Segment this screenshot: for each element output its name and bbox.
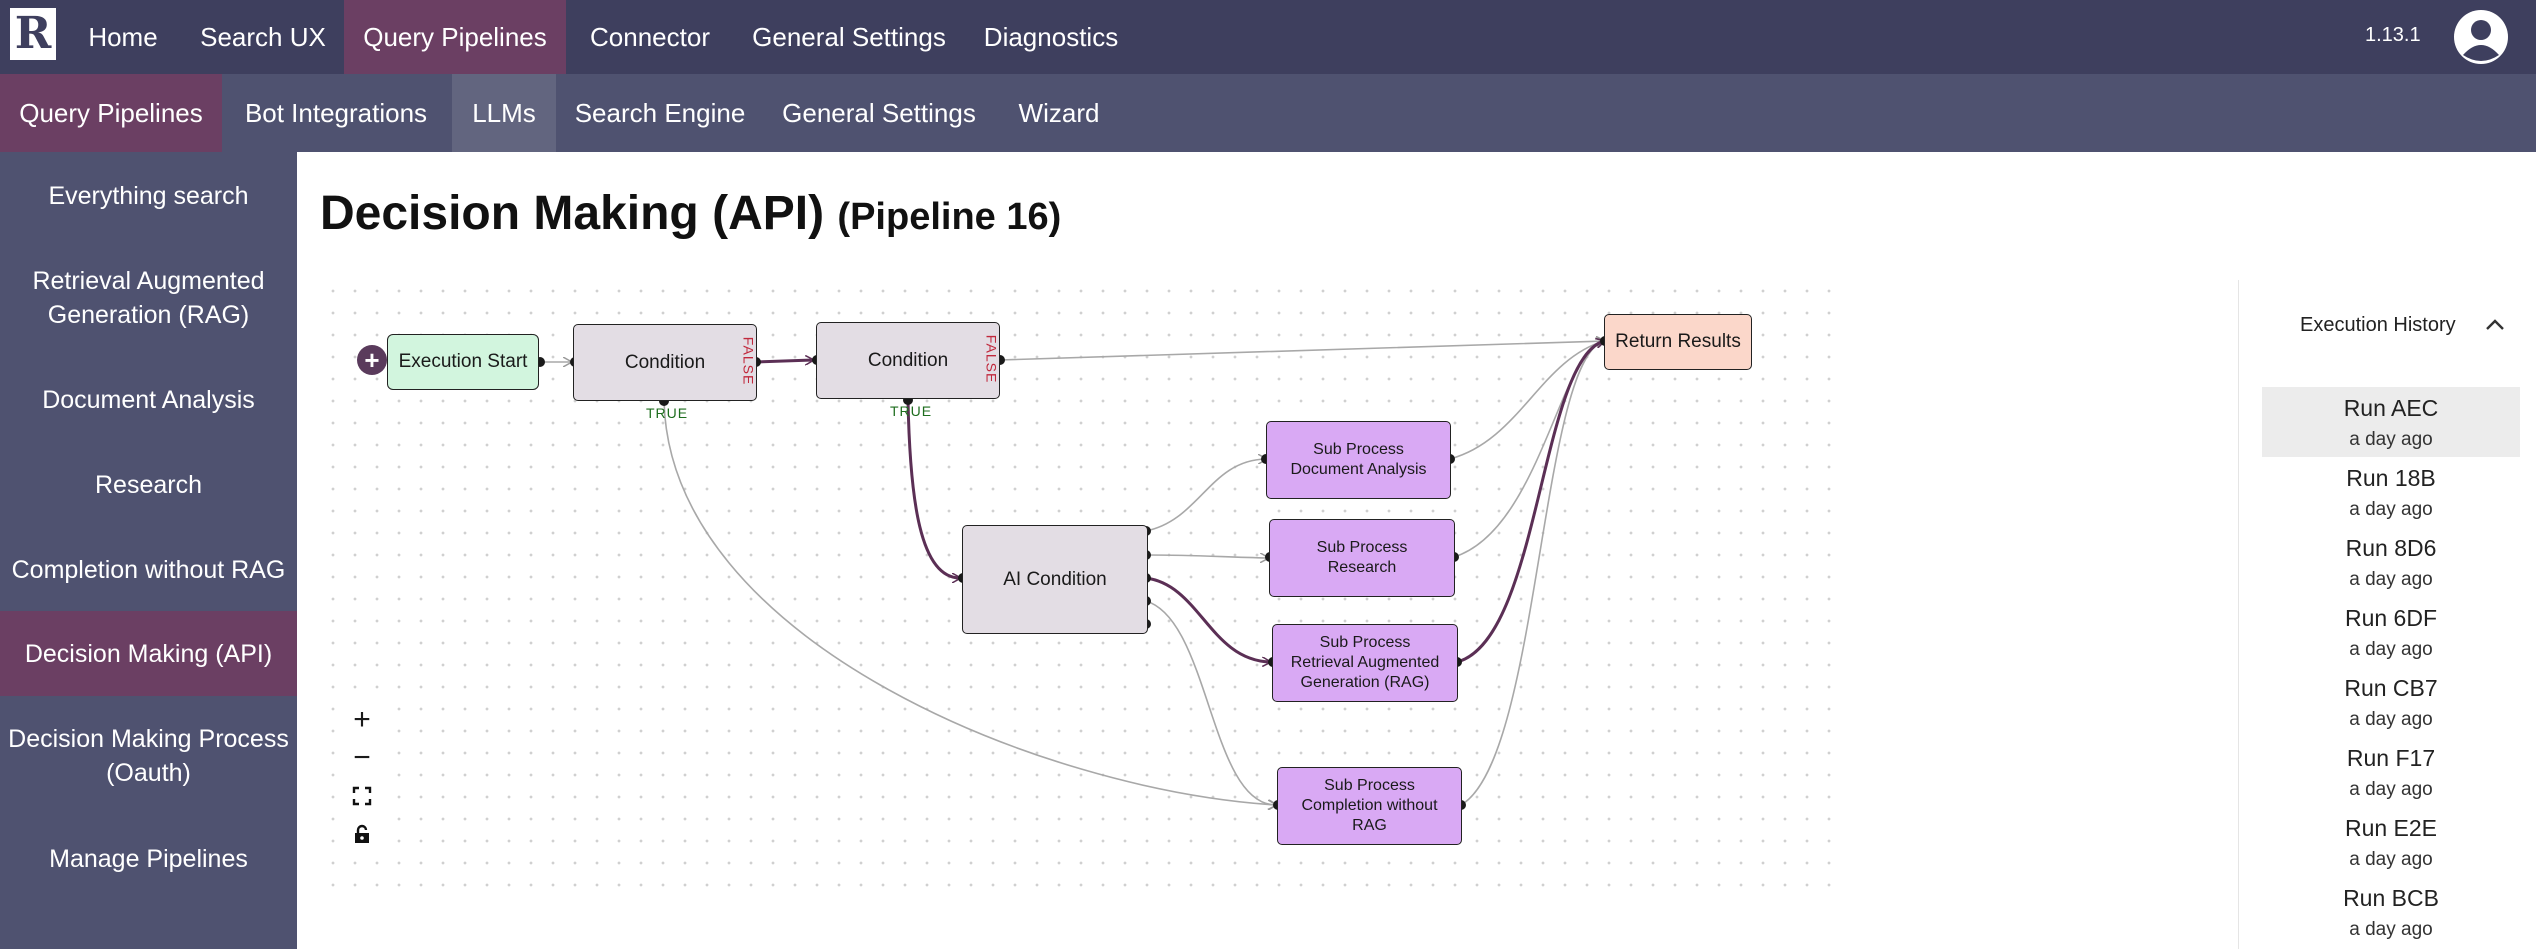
nav-search-ux[interactable]: Search UX bbox=[200, 21, 326, 52]
run-name: Run F17 bbox=[2346, 745, 2436, 771]
run-name: Run AEC bbox=[2343, 395, 2439, 421]
edge-cond1-true-completion bbox=[663, 400, 1276, 805]
sidebar bbox=[0, 152, 297, 949]
add-node-button[interactable]: + bbox=[357, 345, 387, 375]
history-run-item[interactable]: Run 8D6 a day ago bbox=[2262, 527, 2520, 597]
condition-2-true-label: TRUE bbox=[890, 403, 933, 419]
run-time: a day ago bbox=[2349, 779, 2433, 800]
page-title: Decision Making (API) (Pipeline 16) bbox=[320, 186, 1061, 241]
history-run-item[interactable]: Run E2E a day ago bbox=[2262, 807, 2520, 877]
node-sub-process-completion[interactable]: Sub Process Completion without RAG bbox=[1277, 767, 1462, 845]
history-run-item[interactable]: Run F17 a day ago bbox=[2262, 737, 2520, 807]
subnav-bot-integrations[interactable]: Bot Integrations bbox=[244, 97, 428, 128]
page-title-text: Decision Making (API) bbox=[320, 187, 825, 240]
run-time: a day ago bbox=[2349, 849, 2433, 870]
subnav-query-pipelines[interactable]: Query Pipelines bbox=[0, 74, 222, 152]
sub-navbar bbox=[0, 74, 2536, 152]
node-sub-process-rag[interactable]: Sub Process Retrieval Augmented Generati… bbox=[1272, 624, 1458, 702]
execution-history-title: Execution History bbox=[2300, 314, 2456, 336]
sidebar-item-everything-search[interactable]: Everything search bbox=[48, 182, 249, 210]
sidebar-item-manage-pipelines[interactable]: Manage Pipelines bbox=[49, 845, 248, 873]
node-condition-1[interactable]: Condition bbox=[573, 324, 757, 401]
sidebar-item-decision-making-oauth[interactable]: Decision Making Process (Oauth) bbox=[8, 725, 289, 787]
user-account-icon[interactable] bbox=[2453, 9, 2509, 65]
sidebar-item-completion-without-rag[interactable]: Completion without RAG bbox=[11, 556, 286, 584]
run-name: Run 8D6 bbox=[2345, 535, 2437, 561]
condition-1-false-label: FALSE bbox=[740, 336, 757, 386]
nav-general-settings[interactable]: General Settings bbox=[752, 21, 946, 52]
edge-cond2-true-ai bbox=[906, 399, 960, 578]
nav-home[interactable]: Home bbox=[88, 21, 158, 52]
subnav-general-settings[interactable]: General Settings bbox=[782, 97, 976, 128]
subnav-search-engine[interactable]: Search Engine bbox=[574, 97, 746, 128]
node-return-results[interactable]: Return Results bbox=[1604, 314, 1752, 370]
run-time: a day ago bbox=[2349, 429, 2433, 450]
run-name: Run E2E bbox=[2344, 815, 2438, 841]
zoom-in-button[interactable]: + bbox=[342, 701, 382, 739]
run-time: a day ago bbox=[2349, 919, 2433, 940]
condition-1-true-label: TRUE bbox=[646, 405, 689, 421]
page-subtitle: (Pipeline 16) bbox=[837, 196, 1062, 238]
subnav-wizard[interactable]: Wizard bbox=[1018, 97, 1100, 128]
edge-ai-completion bbox=[1145, 600, 1276, 805]
edge-doc-return bbox=[1449, 341, 1604, 460]
chevron-up-icon[interactable] bbox=[2480, 312, 2510, 338]
app-logo[interactable]: R bbox=[10, 8, 56, 60]
edge-completion-return bbox=[1460, 341, 1604, 806]
history-run-item[interactable]: Run CB7 a day ago bbox=[2262, 667, 2520, 737]
run-time: a day ago bbox=[2349, 709, 2433, 730]
edge-ai-rag bbox=[1145, 576, 1270, 662]
sidebar-item-rag[interactable]: Retrieval Augmented Generation (RAG) bbox=[32, 267, 265, 329]
run-name: Run 6DF bbox=[2344, 605, 2438, 631]
subnav-llms[interactable]: LLMs bbox=[452, 74, 556, 152]
lock-button[interactable] bbox=[342, 815, 382, 853]
nav-query-pipelines[interactable]: Query Pipelines bbox=[344, 0, 566, 74]
edge-research-return bbox=[1453, 341, 1604, 558]
node-sub-process-document-analysis[interactable]: Sub Process Document Analysis bbox=[1266, 421, 1451, 499]
run-name: Run 18B bbox=[2346, 465, 2436, 491]
node-execution-start[interactable]: Execution Start bbox=[387, 334, 539, 390]
fit-view-icon bbox=[352, 786, 372, 806]
condition-2-false-label: FALSE bbox=[983, 334, 1000, 384]
history-run-item[interactable]: Run BCB a day ago bbox=[2262, 877, 2520, 947]
sidebar-item-research[interactable]: Research bbox=[95, 471, 202, 499]
zoom-out-button[interactable]: − bbox=[342, 739, 382, 777]
node-sub-process-research[interactable]: Sub Process Research bbox=[1269, 519, 1455, 597]
node-condition-2[interactable]: Condition bbox=[816, 322, 1000, 399]
version-label: 1.13.1 bbox=[2365, 24, 2421, 46]
edge-rag-return bbox=[1456, 341, 1604, 664]
sidebar-item-document-analysis[interactable]: Document Analysis bbox=[42, 386, 255, 414]
history-run-item[interactable]: Run AEC a day ago bbox=[2262, 387, 2520, 457]
run-time: a day ago bbox=[2349, 569, 2433, 590]
lock-icon bbox=[355, 824, 369, 843]
run-time: a day ago bbox=[2349, 499, 2433, 520]
run-time: a day ago bbox=[2349, 639, 2433, 660]
sidebar-item-decision-making-api[interactable]: Decision Making (API) bbox=[0, 611, 297, 696]
nav-diagnostics[interactable]: Diagnostics bbox=[983, 21, 1119, 52]
edge-ai-doc bbox=[1145, 459, 1266, 532]
node-ai-condition[interactable]: AI Condition bbox=[962, 525, 1148, 634]
edge-ai-research bbox=[1145, 555, 1268, 558]
history-run-item[interactable]: Run 6DF a day ago bbox=[2262, 597, 2520, 667]
fit-view-button[interactable] bbox=[342, 777, 382, 815]
run-name: Run CB7 bbox=[2344, 675, 2438, 701]
history-run-item[interactable]: Run 18B a day ago bbox=[2262, 457, 2520, 527]
edge-cond1-false-cond2 bbox=[755, 360, 813, 362]
edge-cond2-false-return bbox=[999, 341, 1604, 361]
nav-connector[interactable]: Connector bbox=[590, 21, 710, 52]
run-name: Run BCB bbox=[2343, 885, 2439, 911]
